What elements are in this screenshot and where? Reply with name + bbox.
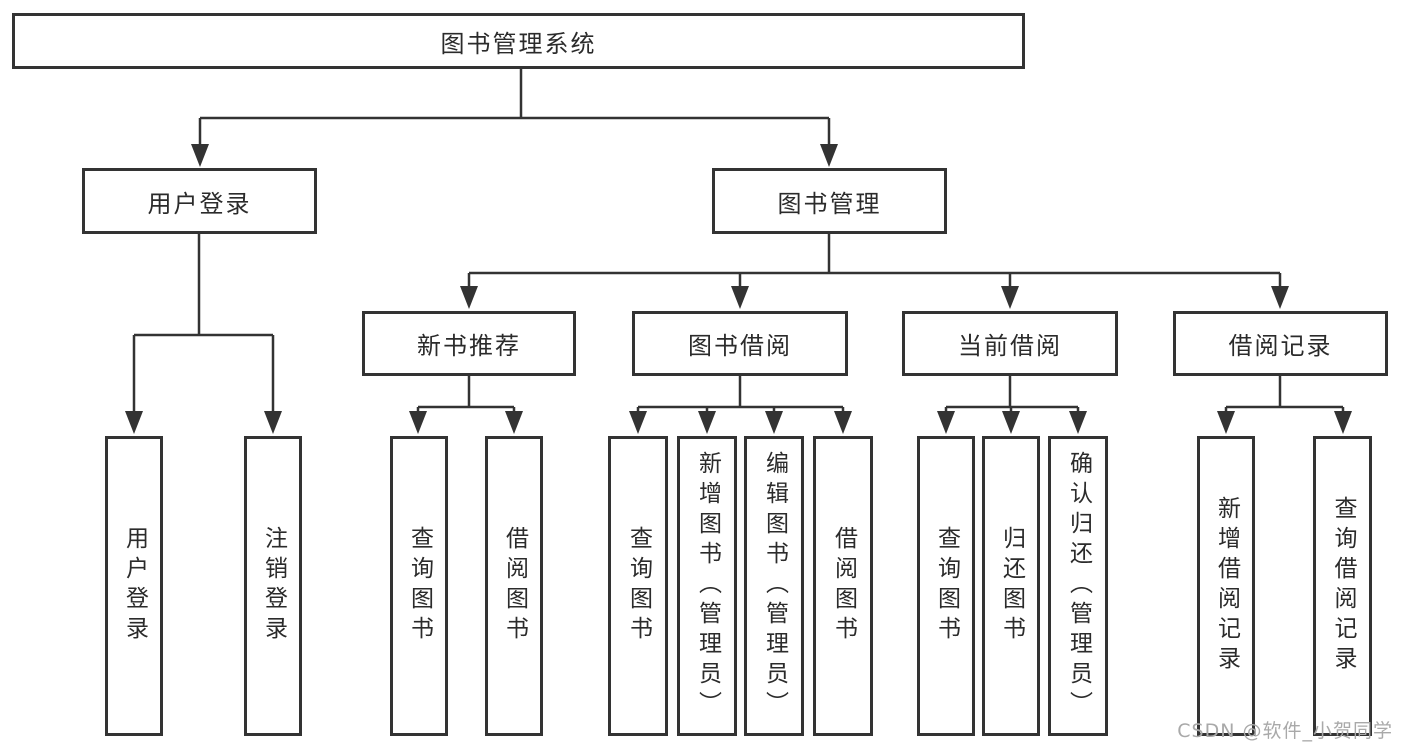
arrow-down-icon [1334,411,1352,434]
node-label: 确认归还（管理员） [1065,451,1092,721]
node-label: 用户登录 [121,526,148,646]
node-label: 查询图书 [406,526,433,646]
node-library-system: 图书管理系统 [12,13,1025,69]
node-label: 新增图书（管理员） [694,451,721,721]
node-label: 借阅记录 [1228,332,1333,360]
arrow-down-icon [125,411,143,434]
csdn-watermark: CSDN @软件_小贺同学 [1177,720,1393,742]
connector-borrow-record-children [1217,376,1352,434]
node-label: 编辑图书（管理员） [761,451,788,721]
node-label: 新书推荐 [417,332,521,360]
connector-user-login-children [125,234,282,434]
node-label: 查询图书 [625,526,652,646]
node-label: 当前借阅 [958,332,1062,360]
arrow-down-icon [264,411,282,434]
connector-book-borrow-children [629,376,852,434]
arrow-down-icon [629,411,647,434]
leaf-return-book: 归还图书 [982,436,1040,736]
arrow-down-icon [1271,286,1289,309]
node-book-borrow: 图书借阅 [632,311,848,376]
arrow-down-icon [765,411,783,434]
leaf-query-book-3: 查询图书 [917,436,975,736]
arrow-down-icon [409,411,427,434]
node-new-book-recommend: 新书推荐 [362,311,576,376]
connector-current-borrow-children [937,376,1087,434]
leaf-add-borrow-record: 新增借阅记录 [1197,436,1255,736]
node-current-borrow: 当前借阅 [902,311,1118,376]
leaf-logout: 注销登录 [244,436,302,736]
leaf-query-book-2: 查询图书 [608,436,668,736]
connector-book-mgmt-children [460,234,1289,309]
connector-root-to-level2 [191,68,838,167]
node-user-login: 用户登录 [82,168,317,234]
leaf-add-book-admin: 新增图书（管理员） [677,436,737,736]
arrow-down-icon [937,411,955,434]
node-label: 借阅图书 [830,526,857,646]
node-label: 图书管理系统 [440,29,597,58]
connector-new-book-children [409,376,523,434]
leaf-query-borrow-record: 查询借阅记录 [1313,436,1372,736]
arrow-down-icon [1217,411,1235,434]
node-label: 查询图书 [933,526,960,646]
node-label: 用户登录 [147,189,252,218]
leaf-borrow-book-1: 借阅图书 [485,436,543,736]
arrow-down-icon [1002,411,1020,434]
node-label: 图书管理 [777,189,882,218]
node-borrow-record: 借阅记录 [1173,311,1388,376]
node-label: 归还图书 [998,526,1025,646]
leaf-user-login: 用户登录 [105,436,163,736]
leaf-confirm-return-admin: 确认归还（管理员） [1048,436,1108,736]
node-label: 新增借阅记录 [1213,496,1240,676]
leaf-query-book-1: 查询图书 [390,436,448,736]
arrow-down-icon [1001,286,1019,309]
node-book-management: 图书管理 [712,168,947,234]
arrow-down-icon [698,411,716,434]
arrow-down-icon [191,144,209,167]
arrow-down-icon [820,144,838,167]
arrow-down-icon [731,286,749,309]
arrow-down-icon [834,411,852,434]
node-label: 借阅图书 [501,526,528,646]
node-label: 图书借阅 [688,332,792,360]
arrow-down-icon [505,411,523,434]
node-label: 注销登录 [260,526,287,646]
arrow-down-icon [1069,411,1087,434]
node-label: 查询借阅记录 [1330,496,1356,676]
arrow-down-icon [460,286,478,309]
leaf-edit-book-admin: 编辑图书（管理员） [744,436,804,736]
leaf-borrow-book-2: 借阅图书 [813,436,873,736]
